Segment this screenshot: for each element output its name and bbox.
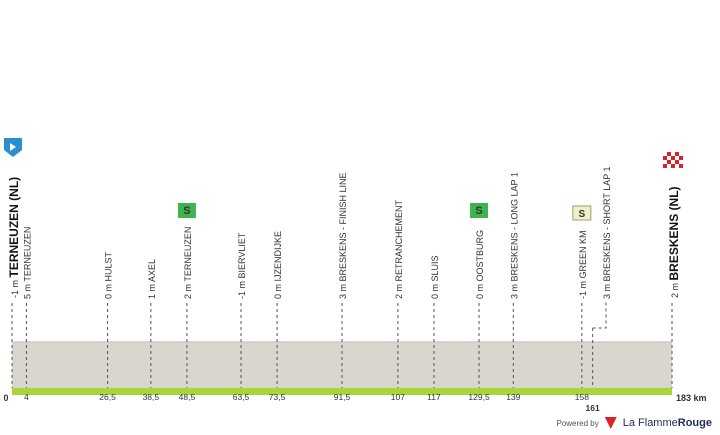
km-label: 73,5 — [269, 392, 286, 402]
finish-checker-cell — [679, 152, 683, 156]
km-label: 38,5 — [143, 392, 160, 402]
waypoint-label: 3 m BRESKENS - SHORT LAP 1 — [602, 166, 612, 299]
waypoint-label: -1 m GREEN KM — [578, 230, 588, 299]
finish-checker-cell — [675, 156, 679, 160]
waypoint-label: 1 m AXEL — [147, 259, 157, 299]
green-km-glyph: S — [579, 209, 586, 220]
sprint-s-icon — [470, 203, 489, 218]
km-label: 48,5 — [179, 392, 196, 402]
footer: Powered by La FlammeRouge — [556, 417, 712, 429]
waypoint-label: -1 m BIERVLIET — [237, 232, 247, 299]
short-lap-leader — [592, 301, 607, 329]
waypoint-label: 2 m RETRANCHEMENT — [394, 199, 404, 299]
sprint-s-glyph: S — [183, 205, 190, 217]
play-icon — [10, 143, 16, 151]
axis-start-label: 0 — [3, 393, 8, 403]
finish-checker-cell — [667, 156, 671, 160]
waypoint-label: 3 m BRESKENS - FINISH LINE — [338, 172, 348, 299]
km-label: 63,5 — [233, 392, 250, 402]
finish-checker-cell — [675, 164, 679, 168]
sprint-s-icon — [177, 203, 196, 218]
km-label: 129,5 — [468, 392, 490, 402]
km-label: 158 — [575, 392, 589, 402]
powered-by-text: Powered by — [556, 418, 599, 428]
waypoint-label: 5 m TERNEUZEN — [22, 227, 32, 299]
green-km-icon — [572, 205, 592, 221]
km-label: 117 — [427, 392, 441, 402]
axis-end-label: 183 km — [676, 393, 707, 403]
waypoint-label: 0 m OOSTBURG — [475, 230, 485, 299]
km-label: 161 — [586, 403, 600, 413]
road-bar — [12, 388, 672, 395]
waypoint-label: 0 m IJZENDIJKE — [273, 231, 283, 299]
waypoint-label: 0 m SLUIS — [430, 255, 440, 299]
finish-checker-cell — [679, 160, 683, 164]
finish-label: 2 m BRESKENS (NL) — [667, 186, 681, 298]
brand-name: La FlammeRouge — [622, 417, 712, 429]
waypoint-label: 2 m TERNEUZEN — [183, 227, 193, 299]
finish-checker-cell — [671, 152, 675, 156]
km-label: 107 — [391, 392, 405, 402]
finish-checker-cell — [671, 160, 675, 164]
waypoint-label: 3 m BRESKENS - LONG LAP 1 — [509, 172, 519, 299]
km-label: 139 — [506, 392, 520, 402]
sprint-s-glyph: S — [475, 205, 482, 217]
km-label: 26,5 — [99, 392, 116, 402]
finish-checker-cell — [663, 160, 667, 164]
waypoint-label: 0 m HULST — [104, 251, 114, 299]
km-label: 4 — [24, 392, 29, 402]
finish-checker-cell — [667, 164, 671, 168]
la-flamme-rouge-logo-icon — [604, 417, 617, 429]
start-label: -1 m TERNEUZEN (NL) — [7, 177, 21, 298]
finish-checker-cell — [663, 152, 667, 156]
km-label: 91,5 — [334, 392, 351, 402]
